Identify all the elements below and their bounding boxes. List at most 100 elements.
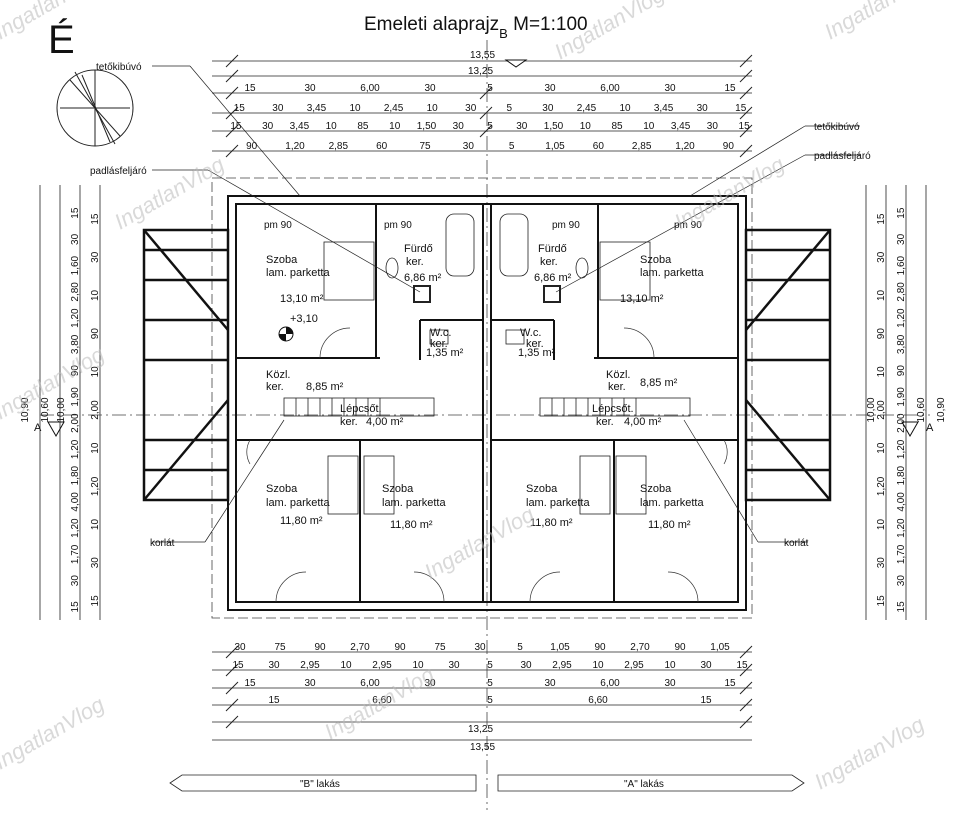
room-furdo-b: Fürdő: [404, 243, 433, 255]
dim-top-r3-3: 30: [424, 83, 436, 94]
room-furdo-a: Fürdő: [538, 243, 567, 255]
dim-top-r5-4: 85: [357, 121, 369, 132]
apartment-b-label: "B" lakás: [300, 779, 340, 790]
dim-top-r3-8: 15: [724, 83, 736, 94]
watermark-5: IngatlanVlog: [420, 501, 539, 584]
dim-top-r4-2: 3,45: [307, 103, 327, 114]
dim-right-s1-8: 2,00: [896, 413, 907, 433]
dim-top-r6-5: 30: [463, 141, 475, 152]
room-kozl-b: Közl.: [266, 369, 290, 381]
room-area-am: 11,80 m²: [530, 517, 573, 529]
room-lepcso-ker-b: ker.: [340, 416, 358, 428]
room-area-ul: 13,10 m²: [280, 293, 324, 305]
room-szoba-bl: Szoba: [266, 483, 298, 495]
dim-right-inner-0: 10,00: [866, 397, 877, 422]
dim-bot-r2-9: 2,95: [552, 660, 572, 671]
dim-bot-r1-7: 5: [517, 642, 523, 653]
dim-bot-r4-2: 5: [487, 695, 493, 706]
room-lepcso-ker-a: ker.: [596, 416, 614, 428]
room-parketta-am: lam. parketta: [526, 497, 590, 509]
dim-left-s2-0: 15: [90, 213, 101, 225]
dim-left-s1-3: 2,80: [70, 282, 81, 302]
roof-dormer-left: [142, 228, 230, 502]
dim-bot-r1-4: 90: [394, 642, 406, 653]
dim-top-r6-3: 60: [376, 141, 388, 152]
dim-right-s1-2: 1,60: [896, 255, 907, 275]
dim-top-r3-4: 5: [487, 83, 493, 94]
dim-bot-r2-8: 30: [520, 660, 532, 671]
callout-leaders: [152, 65, 860, 543]
apartment-a-label: "A" lakás: [624, 779, 664, 790]
watermark-8: IngatlanVlog: [810, 711, 929, 794]
callout-korlat-left: korlát: [150, 538, 175, 549]
apartment-label-bars: [169, 774, 805, 792]
dim-bot-r3-7: 30: [664, 678, 676, 689]
callout-korlat-right: korlát: [784, 538, 809, 549]
dim-bot-r3-3: 30: [424, 678, 436, 689]
dim-right-s1-10: 1,80: [896, 465, 907, 485]
dim-bot-r1-1: 75: [274, 642, 286, 653]
dim-right-s1-0: 15: [896, 207, 907, 219]
dim-bot-r2-13: 30: [700, 660, 712, 671]
dim-bot-r3-4: 5: [487, 678, 493, 689]
watermark-2: IngatlanVlog: [110, 151, 229, 234]
dim-right-s2-0: 15: [876, 213, 887, 225]
dim-left-s2-4: 10: [90, 366, 101, 378]
roof-outline: [211, 177, 753, 619]
room-lepcso-a: Lépcsőt.: [592, 403, 634, 415]
dim-top-r3-6: 6,00: [600, 83, 620, 94]
dim-top-r6-2: 2,85: [329, 141, 349, 152]
dim-left-s1-1: 30: [70, 233, 81, 245]
dim-bot-r3-0: 15: [244, 678, 256, 689]
level-marker-icon: [278, 326, 294, 342]
dim-bot-r2-7: 5: [487, 660, 493, 671]
dim-top-r4-5: 10: [427, 103, 439, 114]
dim-left-s1-14: 30: [70, 575, 81, 587]
pm-ur: pm 90: [674, 220, 702, 231]
room-szoba-bm: Szoba: [382, 483, 414, 495]
dim-top-r6-0: 90: [246, 141, 258, 152]
dim-right-outer-0: 10,90: [936, 397, 947, 422]
dim-bot-r3-8: 15: [724, 678, 736, 689]
dim-left-s2-8: 10: [90, 519, 101, 531]
dim-left-s1-10: 1,80: [70, 465, 81, 485]
room-area-br: 11,80 m²: [648, 519, 691, 531]
dim-left-inner-0: 10,00: [56, 397, 67, 422]
dim-right-s1-4: 1,20: [896, 308, 907, 328]
room-furdo-area-a: 6,86 m²: [534, 272, 572, 284]
top-dimension-lines: [39, 60, 927, 741]
level-value: +3,10: [290, 313, 318, 325]
dimension-ticks: [225, 54, 753, 729]
watermark-3: IngatlanVlog: [670, 151, 789, 234]
dim-right-s2-9: 30: [876, 557, 887, 569]
axis-marker: [504, 59, 528, 68]
room-wc-a: W.c.: [520, 327, 541, 339]
dim-top-r4-6: 30: [465, 103, 477, 114]
watermark-7: IngatlanVlog: [320, 661, 439, 744]
dim-right-s1-11: 4,00: [896, 492, 907, 512]
north-arrow-icon: [56, 69, 134, 147]
dim-bot-r4-3: 6,60: [588, 695, 608, 706]
dim-right-s1-7: 1,90: [896, 387, 907, 407]
watermark-6: IngatlanVlog: [0, 691, 109, 774]
room-szoba-br: Szoba: [640, 483, 672, 495]
dim-left-s2-1: 30: [90, 251, 101, 263]
roof-dormer-right: [744, 228, 832, 502]
dim-top-r3-5: 30: [544, 83, 556, 94]
dim-left-s1-13: 1,70: [70, 544, 81, 564]
title-main: Emeleti alaprajz: [364, 14, 500, 35]
dim-bottom-inner: 13,25: [468, 724, 493, 735]
dim-bot-r4-4: 15: [700, 695, 712, 706]
drawing-title: Emeleti alaprajzB M=1:100: [364, 14, 588, 41]
dim-bot-r2-10: 10: [592, 660, 604, 671]
title-sub: B: [499, 26, 508, 41]
dim-top-r4-11: 3,45: [654, 103, 674, 114]
dim-top-r6-4: 75: [419, 141, 431, 152]
dim-top-r5-0: 15: [230, 121, 242, 132]
dim-bot-r2-2: 2,95: [300, 660, 320, 671]
dim-top-r4-7: 5: [507, 103, 513, 114]
dim-top-inner: 13,25: [468, 66, 493, 77]
dim-bot-r2-0: 15: [232, 660, 244, 671]
dim-top-r5-2: 3,45: [290, 121, 310, 132]
room-kozl-ker-b: ker.: [266, 381, 284, 393]
